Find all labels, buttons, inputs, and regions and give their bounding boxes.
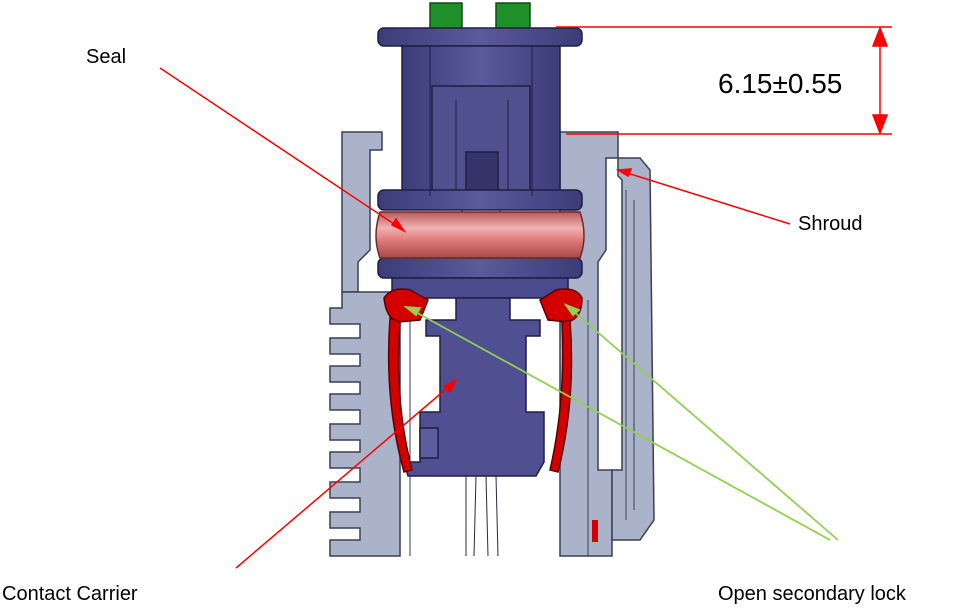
contact-carrier	[403, 297, 545, 477]
pin-left	[429, 2, 463, 30]
dimension-annotation	[556, 25, 892, 136]
label-seal: Seal	[86, 46, 127, 68]
label-open-secondary-lock: Open secondary lock	[718, 583, 906, 605]
wire-bundle	[465, 475, 499, 557]
label-contact-carrier: Contact Carrier	[2, 583, 138, 605]
shroud-detail-lines	[409, 190, 635, 556]
pin-right	[495, 2, 531, 30]
label-shroud: Shroud	[798, 213, 863, 235]
secondary-lock	[383, 288, 583, 473]
lock-marker	[592, 520, 598, 542]
leader-lines-red	[159, 67, 791, 569]
leader-lines-green	[403, 303, 839, 541]
dimension-value: 6.15±0.55	[718, 68, 843, 99]
seal-ring	[375, 211, 585, 259]
connector-housing	[377, 27, 583, 299]
